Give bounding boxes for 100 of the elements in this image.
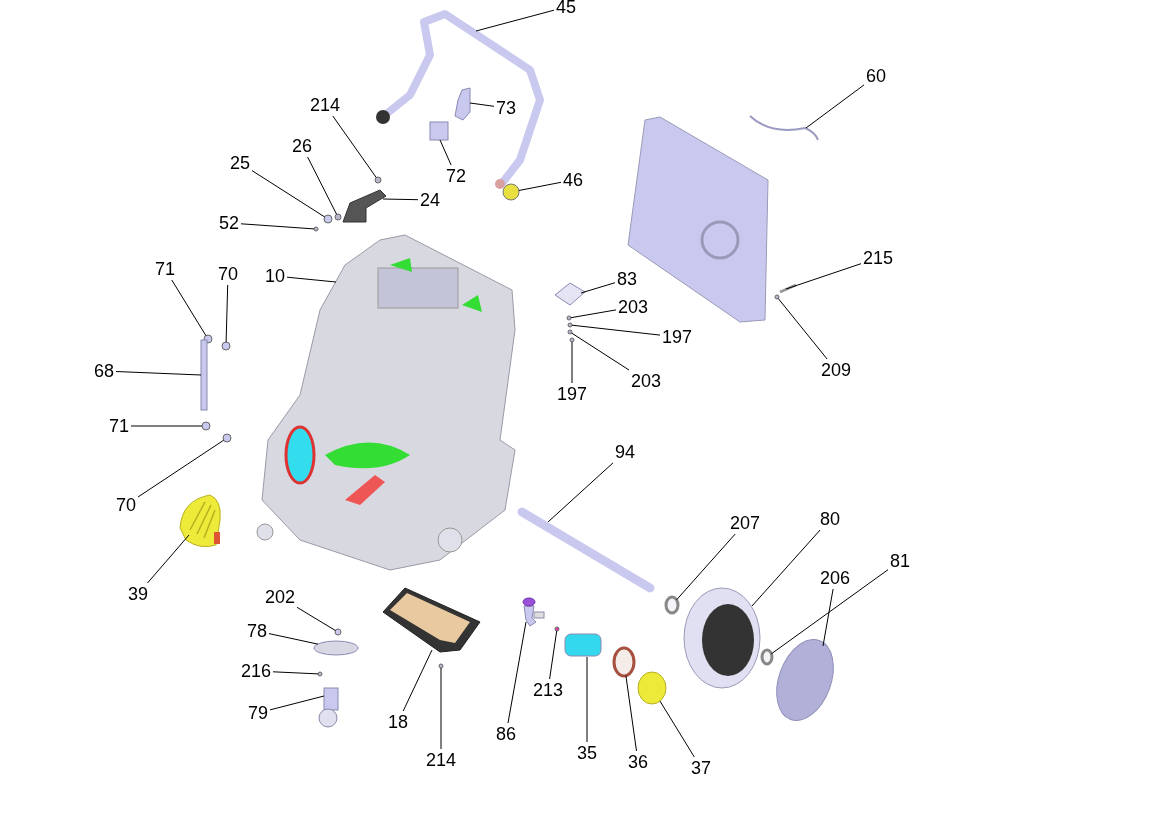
- callout-number: 26: [292, 136, 312, 156]
- callout-number: 45: [556, 0, 576, 17]
- leader-line: [269, 695, 325, 711]
- screw: [569, 337, 575, 343]
- leader-line: [240, 223, 315, 230]
- callout-number: 197: [662, 327, 692, 347]
- leader-line: [439, 139, 452, 166]
- callout-number: 71: [109, 416, 129, 436]
- filter: [564, 633, 602, 657]
- callout-number: 79: [248, 703, 268, 723]
- valve: [522, 597, 545, 627]
- axle: [517, 507, 655, 593]
- pin: [779, 283, 797, 294]
- leader-line: [475, 9, 555, 32]
- screw: [567, 322, 573, 328]
- cap: [179, 494, 221, 548]
- leader-line: [571, 332, 630, 371]
- callout-number: 215: [863, 248, 893, 268]
- leader-line: [440, 667, 442, 750]
- callout-number: 214: [426, 750, 456, 770]
- tray: [382, 587, 481, 653]
- leader-line: [171, 279, 207, 337]
- ring: [334, 213, 342, 221]
- callout-number: 37: [691, 758, 711, 778]
- rod: [200, 339, 208, 411]
- plate: [313, 640, 359, 656]
- callout-number: 86: [496, 724, 516, 744]
- callout-number: 68: [94, 361, 114, 381]
- leader-line: [580, 282, 616, 294]
- callout-number: 83: [617, 269, 637, 289]
- leader-line: [822, 588, 834, 647]
- washer: [664, 595, 680, 615]
- wheel: [683, 587, 761, 689]
- callout-number: 197: [557, 384, 587, 404]
- nut: [334, 628, 342, 636]
- callout-number: 209: [821, 360, 851, 380]
- screw: [774, 294, 780, 300]
- callout-number: 52: [219, 213, 239, 233]
- callout-number: 35: [577, 743, 597, 763]
- leader-line: [402, 649, 433, 712]
- leader-line: [518, 181, 562, 191]
- angle-fitting: [201, 421, 211, 431]
- leader-line: [785, 263, 862, 290]
- cover: [342, 189, 387, 223]
- cable: [749, 115, 819, 141]
- leader-line: [286, 276, 337, 283]
- screw: [317, 671, 323, 677]
- nut: [222, 433, 232, 443]
- leader-line: [549, 630, 558, 680]
- leader-line: [268, 633, 319, 645]
- callout-number: 94: [615, 442, 635, 462]
- screw: [438, 663, 444, 669]
- leader-line: [469, 102, 495, 107]
- callout-number: 25: [230, 153, 250, 173]
- callout-number: 213: [533, 680, 563, 700]
- leader-line: [296, 606, 336, 631]
- leader-line: [751, 529, 821, 607]
- castor-wheel: [318, 687, 339, 728]
- sealing-ring: [612, 646, 636, 678]
- leader-line: [307, 156, 338, 215]
- housing: [256, 234, 516, 571]
- callout-number: 70: [218, 264, 238, 284]
- callout-number: 10: [265, 266, 285, 286]
- callout-number: 24: [420, 190, 440, 210]
- leader-line: [571, 324, 661, 336]
- leader-line: [137, 439, 225, 498]
- callout-number: 46: [563, 170, 583, 190]
- handle-bar: [376, 10, 544, 189]
- hubcap: [776, 639, 834, 721]
- callout-number: 206: [820, 568, 850, 588]
- washer: [566, 315, 572, 321]
- knob: [502, 183, 520, 201]
- callout-number: 60: [866, 66, 886, 86]
- callout-number: 73: [496, 98, 516, 118]
- leader-line: [571, 341, 573, 384]
- callout-number: 70: [116, 495, 136, 515]
- cap: [637, 671, 667, 705]
- callout-number: 214: [310, 95, 340, 115]
- callout-number: 81: [890, 551, 910, 571]
- pin: [313, 226, 319, 232]
- leader-line: [547, 462, 614, 523]
- fitting: [323, 214, 333, 224]
- leader-line: [570, 309, 617, 319]
- nut: [221, 341, 231, 351]
- leader-line: [382, 198, 419, 201]
- leader-line: [272, 671, 319, 675]
- leader-line: [147, 534, 190, 584]
- pin: [554, 626, 560, 632]
- callout-number: 216: [241, 661, 271, 681]
- leader-line: [507, 621, 527, 724]
- leader-line: [115, 371, 202, 376]
- callout-number: 71: [155, 259, 175, 279]
- callout-number: 36: [628, 752, 648, 772]
- leader-line: [251, 170, 326, 218]
- leader-line: [225, 284, 229, 343]
- leader-line: [659, 700, 695, 758]
- leader-line: [130, 425, 203, 427]
- leader-line: [625, 675, 637, 752]
- callout-number: 207: [730, 513, 760, 533]
- leader-line: [777, 298, 828, 360]
